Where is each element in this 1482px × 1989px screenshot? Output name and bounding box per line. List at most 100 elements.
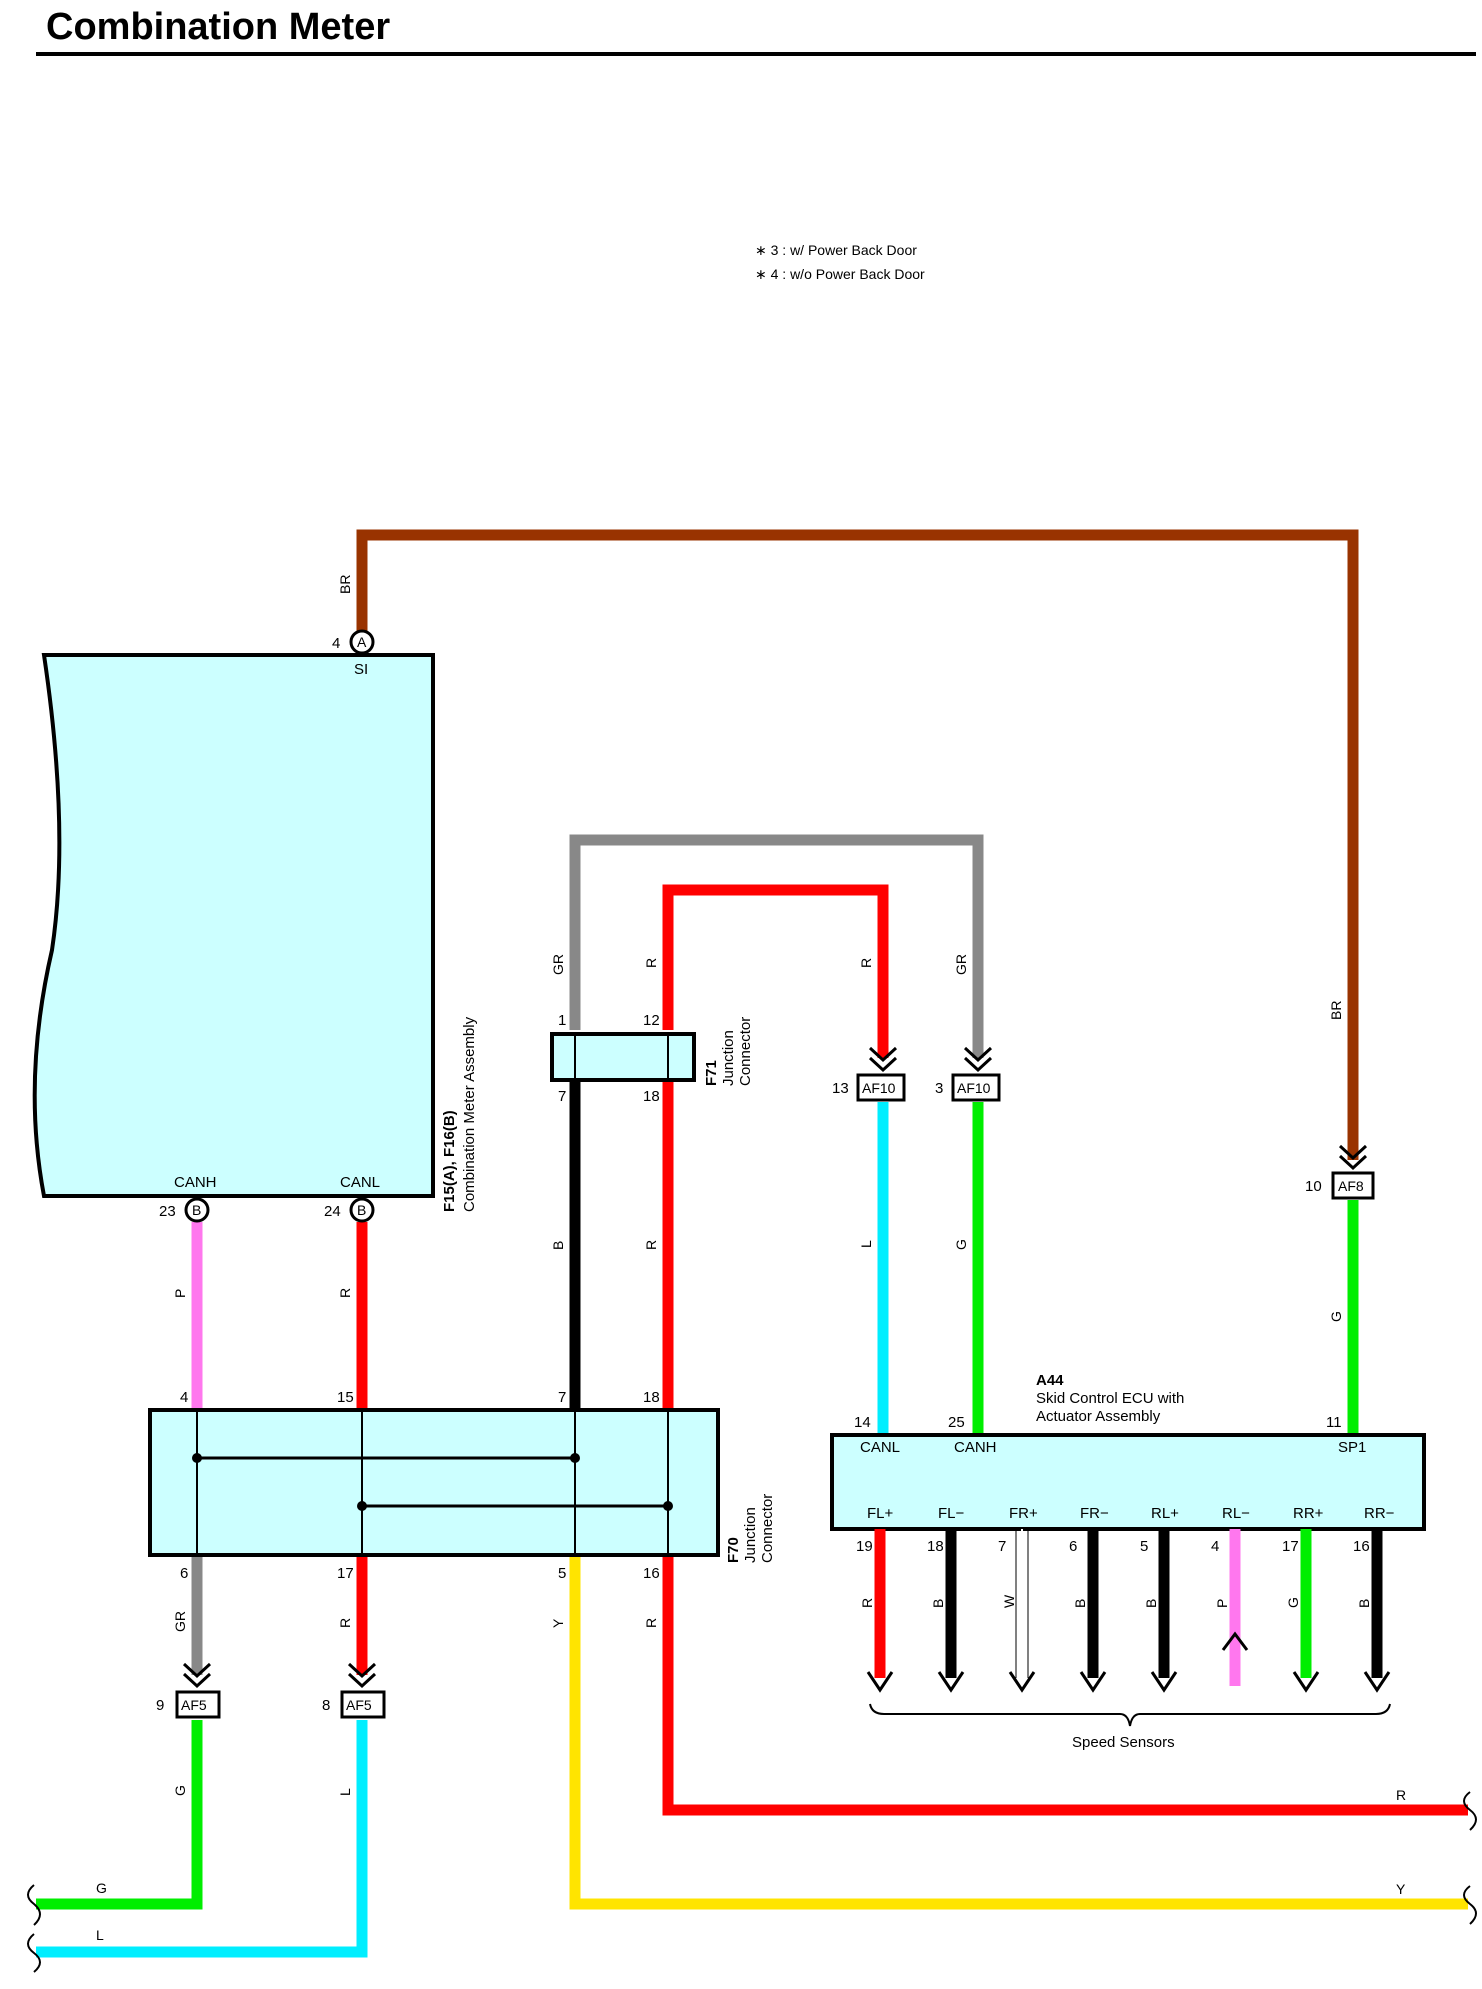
wire-g-bottom (36, 1720, 203, 1910)
a44-pin-25: 25 (948, 1414, 965, 1431)
combination-meter-box (32, 653, 435, 1198)
sensor-pin-label: RL+ (1151, 1505, 1179, 1522)
wire-label-l-af5: L (337, 1788, 353, 1796)
af8-pin: 10 (1305, 1178, 1322, 1195)
f70-junction-dot (357, 1501, 367, 1511)
af8-arrow (1338, 1144, 1368, 1171)
pin-canh-num: 23 (159, 1203, 176, 1220)
pin-canh-label: CANH (174, 1174, 217, 1191)
speed-sensors-label: Speed Sensors (1072, 1734, 1175, 1751)
wire-r-right (662, 1555, 1468, 1816)
speed-sensors-brace (869, 1703, 1391, 1727)
af5-g-arrow (182, 1662, 212, 1689)
sensor-arrow-FL− (937, 1671, 965, 1693)
sensor-wire-label: R (859, 1598, 875, 1608)
wire-label-r-f70-16: R (643, 1618, 659, 1628)
wire-label-br-top: BR (337, 575, 353, 594)
sensor-wire-label: B (1143, 1599, 1159, 1608)
f70-id: F70 (725, 1537, 742, 1563)
sensor-arrow-RR− (1363, 1671, 1391, 1693)
pin-canl-conn: B (357, 1202, 366, 1218)
sensor-wire-label: W (1001, 1594, 1017, 1608)
f71-line1: Junction (720, 1030, 737, 1086)
sensor-arrow-RR+ (1292, 1671, 1320, 1693)
f70-pin-16: 16 (643, 1565, 660, 1582)
sensor-arrow-RL− (1221, 1631, 1249, 1651)
sensor-pin-num: 7 (998, 1538, 1006, 1555)
f70-junction-dot (570, 1453, 580, 1463)
wire-label-g-bottom: G (96, 1880, 107, 1896)
wire-label-l-bottom: L (96, 1927, 104, 1943)
af5-g-pin: 9 (156, 1697, 164, 1714)
f70-pin-7: 7 (558, 1389, 566, 1406)
f70-pin-5: 5 (558, 1565, 566, 1582)
pin-si-label: SI (354, 661, 368, 678)
wire-label-gr-left: GR (550, 954, 566, 975)
af5-g-name: AF5 (181, 1697, 207, 1713)
f70-junction-box (148, 1408, 720, 1557)
break-mark-left-l (27, 1933, 41, 1973)
pin-canl-num: 24 (324, 1203, 341, 1220)
wire-br (356, 529, 1359, 1160)
a44-sp1-label: SP1 (1338, 1439, 1366, 1456)
speed-sensor-pins: FL+19RFL−18BFR+7WFR−6BRL+5BRL−4PRR+17GRR… (856, 1505, 1395, 1693)
f71-pin-7: 7 (558, 1088, 566, 1105)
f70-pin-6: 6 (180, 1565, 188, 1582)
sensor-pin-label: RL− (1222, 1505, 1250, 1522)
wire-gr-loop (569, 834, 984, 1058)
a44-pin-11: 11 (1326, 1414, 1342, 1431)
af10-g-tag (951, 1073, 1001, 1102)
sensor-arrow-FR− (1079, 1671, 1107, 1693)
af5-g-tag (175, 1690, 221, 1719)
wire-label-y-f70: Y (550, 1618, 566, 1628)
break-mark-left-g (27, 1884, 41, 1926)
break-mark-right-r (1463, 1791, 1477, 1831)
af8-name: AF8 (1338, 1178, 1364, 1194)
pin-si-num: 4 (332, 635, 340, 652)
sensor-pin-num: 16 (1353, 1538, 1370, 1555)
wire-label-y-end: Y (1396, 1881, 1406, 1897)
sensor-pin-num: 5 (1140, 1538, 1148, 1555)
af10-g-name: AF10 (957, 1080, 991, 1096)
af10-l-arrow (868, 1046, 898, 1073)
pin-canl-circle (349, 1197, 375, 1223)
f71-id: F71 (703, 1060, 720, 1086)
sensor-arrow-RL+ (1150, 1671, 1178, 1693)
sensor-pin-label: FR+ (1009, 1505, 1038, 1522)
sensor-pin-num: 17 (1282, 1538, 1299, 1555)
f71-pin-1: 1 (558, 1012, 566, 1029)
sensor-pin-num: 18 (927, 1538, 944, 1555)
af10-l-pin: 13 (832, 1080, 849, 1097)
af5-l-pin: 8 (322, 1697, 330, 1714)
wire-label-l-af10: L (858, 1240, 874, 1248)
f71-junction-box (550, 1032, 696, 1082)
wire-label-br-right: BR (1328, 1001, 1344, 1020)
f70-line2: Connector (759, 1494, 776, 1563)
sensor-pin-label: FR− (1080, 1505, 1109, 1522)
pin-canl-label: CANL (340, 1174, 380, 1191)
pin-si-circle (349, 629, 375, 655)
f70-pin-17: 17 (337, 1565, 354, 1582)
wire-label-gr-f70: GR (172, 1611, 188, 1632)
pin-canh-conn: B (192, 1202, 201, 1218)
wire-label-g-af10: G (953, 1239, 969, 1250)
sensor-wire-label: B (1072, 1599, 1088, 1608)
pin-si-conn: A (357, 634, 367, 650)
a44-line1: Skid Control ECU with (1036, 1390, 1184, 1407)
a44-ecu-box (830, 1433, 1426, 1531)
sensor-pin-label: RR+ (1293, 1505, 1324, 1522)
page-title: Combination Meter (46, 6, 391, 48)
wire-r-loop (662, 884, 889, 1058)
pin-canh-circle (184, 1197, 210, 1223)
f70-line1: Junction (742, 1507, 759, 1563)
wire-label-b-mid: B (550, 1241, 566, 1250)
break-mark-right-y (1463, 1885, 1477, 1925)
wire-label-p-canh: P (172, 1289, 188, 1298)
note-no-power-back-door: ∗ 4 : w/o Power Back Door (755, 266, 925, 282)
f70-junction-dot (192, 1453, 202, 1463)
wire-label-r-mid: R (643, 1240, 659, 1250)
sensor-pin-num: 6 (1069, 1538, 1077, 1555)
a44-line2: Actuator Assembly (1036, 1408, 1161, 1425)
sensor-pin-num: 4 (1211, 1538, 1219, 1555)
sensor-pin-num: 19 (856, 1538, 873, 1555)
